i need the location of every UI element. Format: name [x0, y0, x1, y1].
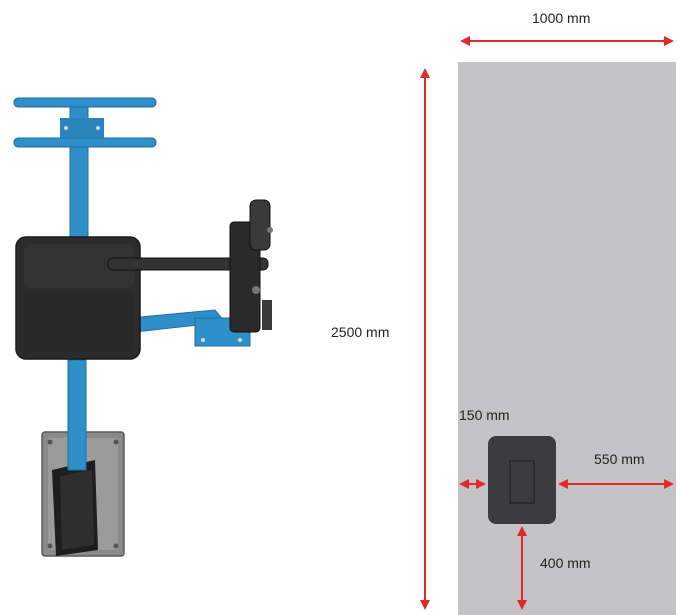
- machine-resistance-mechanism: [229, 199, 273, 333]
- footprint-inner-outline: [509, 460, 535, 504]
- machine-handle-bars: [13, 97, 157, 148]
- machine-lever-bar: [107, 257, 269, 271]
- machine-seat-pad: [15, 236, 141, 360]
- dimension-arrows: [420, 36, 674, 610]
- length-label: 2500 mm: [331, 324, 390, 340]
- left-clearance-label: 150 mm: [459, 407, 510, 423]
- exercise-machine-illustration: [13, 97, 273, 557]
- machine-foot-pad: [52, 460, 98, 556]
- machine-lower-post: [67, 359, 87, 471]
- rear-clearance-label: 400 mm: [540, 555, 591, 571]
- floor-plan: [458, 62, 676, 615]
- width-label: 1000 mm: [532, 10, 591, 26]
- machine-footprint: [488, 436, 556, 524]
- right-clearance-label: 550 mm: [594, 451, 645, 467]
- floor-area: [458, 62, 676, 615]
